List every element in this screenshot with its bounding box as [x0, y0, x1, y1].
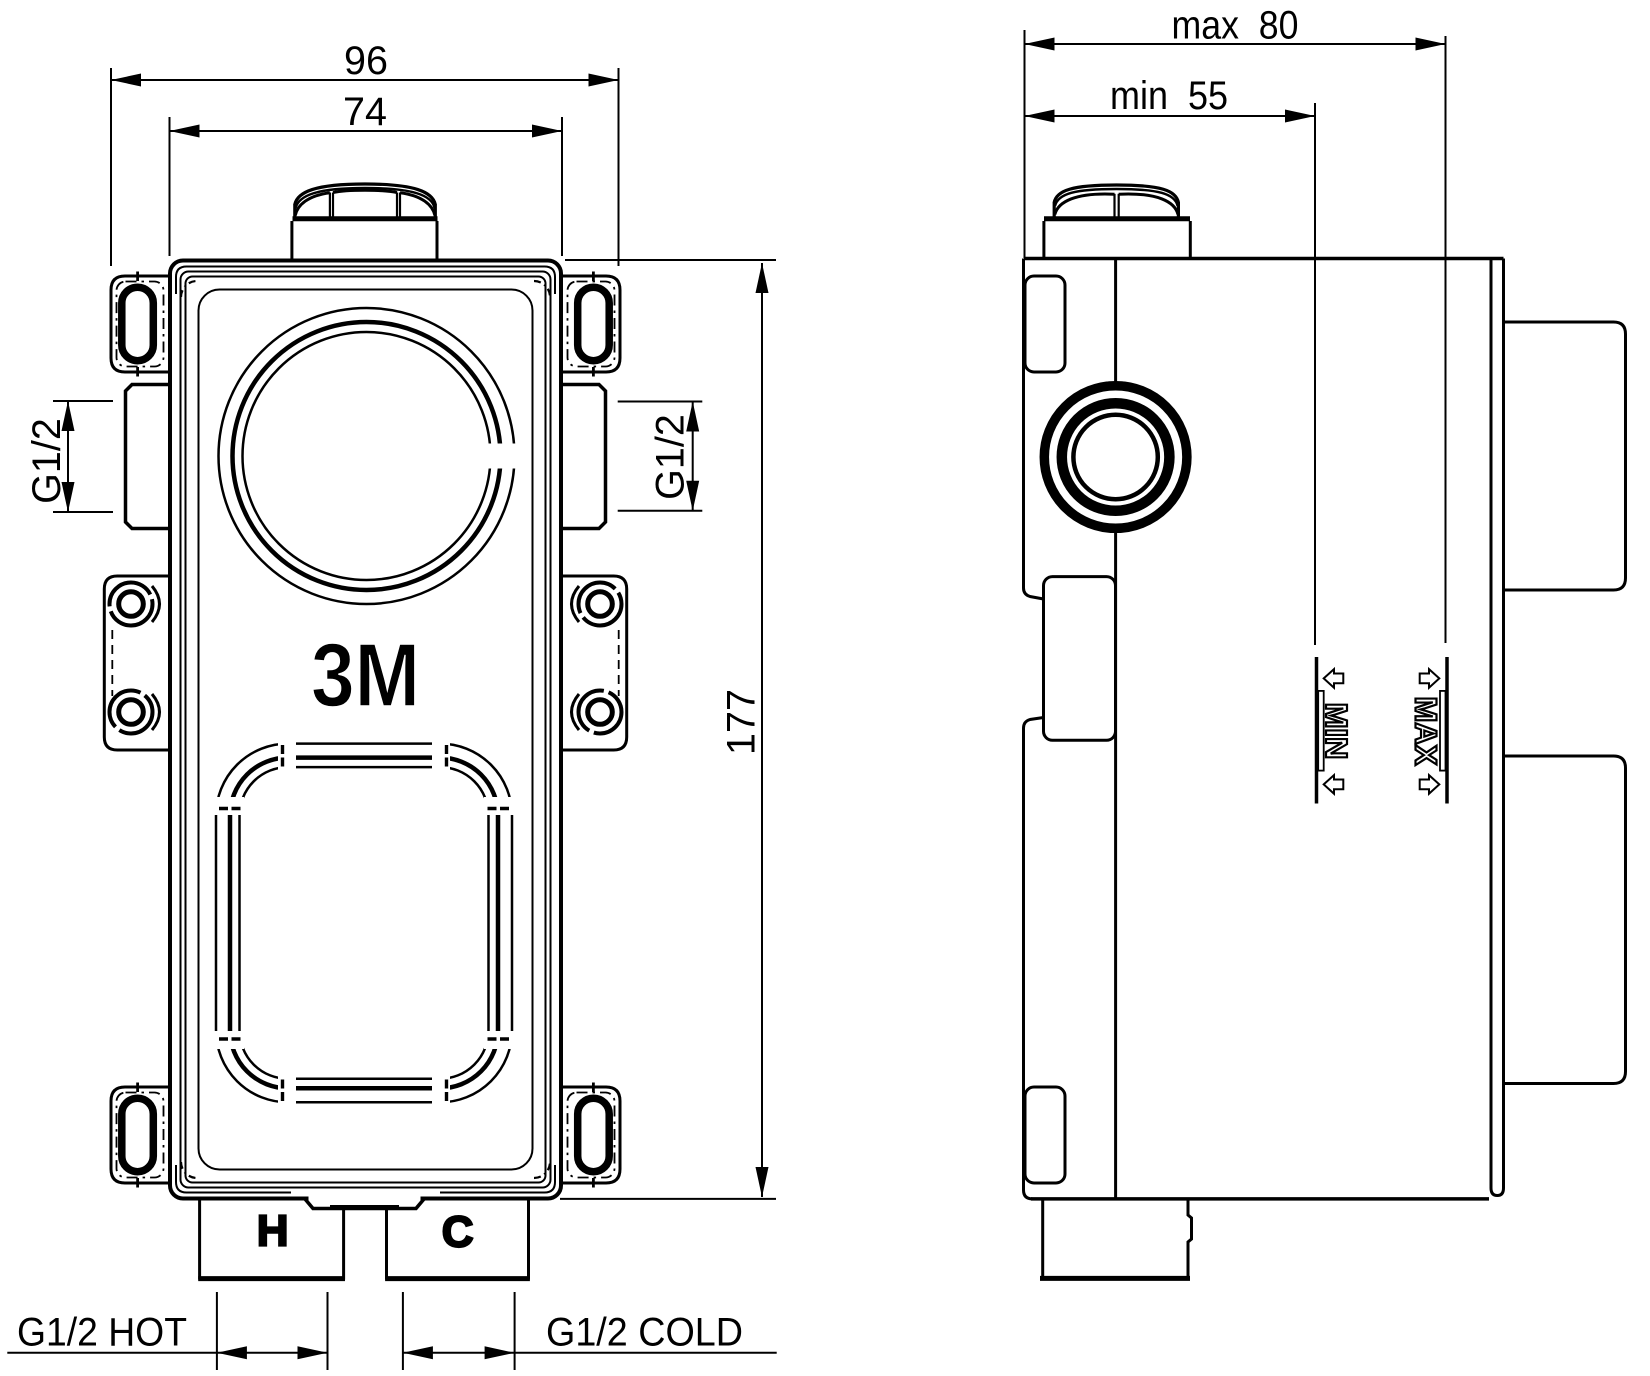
- svg-text:177: 177: [720, 689, 764, 755]
- svg-text:MAX: MAX: [1409, 697, 1444, 766]
- svg-text:G1/2 COLD: G1/2 COLD: [546, 1311, 743, 1355]
- svg-text:max 80: max 80: [1172, 3, 1299, 47]
- svg-text:74: 74: [343, 90, 387, 134]
- svg-text:C: C: [442, 1208, 474, 1257]
- svg-text:min 55: min 55: [1110, 74, 1228, 118]
- svg-text:H: H: [257, 1207, 289, 1256]
- svg-text:96: 96: [344, 39, 388, 83]
- svg-text:MIN: MIN: [1319, 703, 1354, 760]
- svg-text:G1/2: G1/2: [25, 418, 69, 504]
- svg-text:G1/2 HOT: G1/2 HOT: [17, 1311, 187, 1355]
- svg-text:3M: 3M: [311, 626, 420, 726]
- svg-text:G1/2: G1/2: [649, 414, 693, 500]
